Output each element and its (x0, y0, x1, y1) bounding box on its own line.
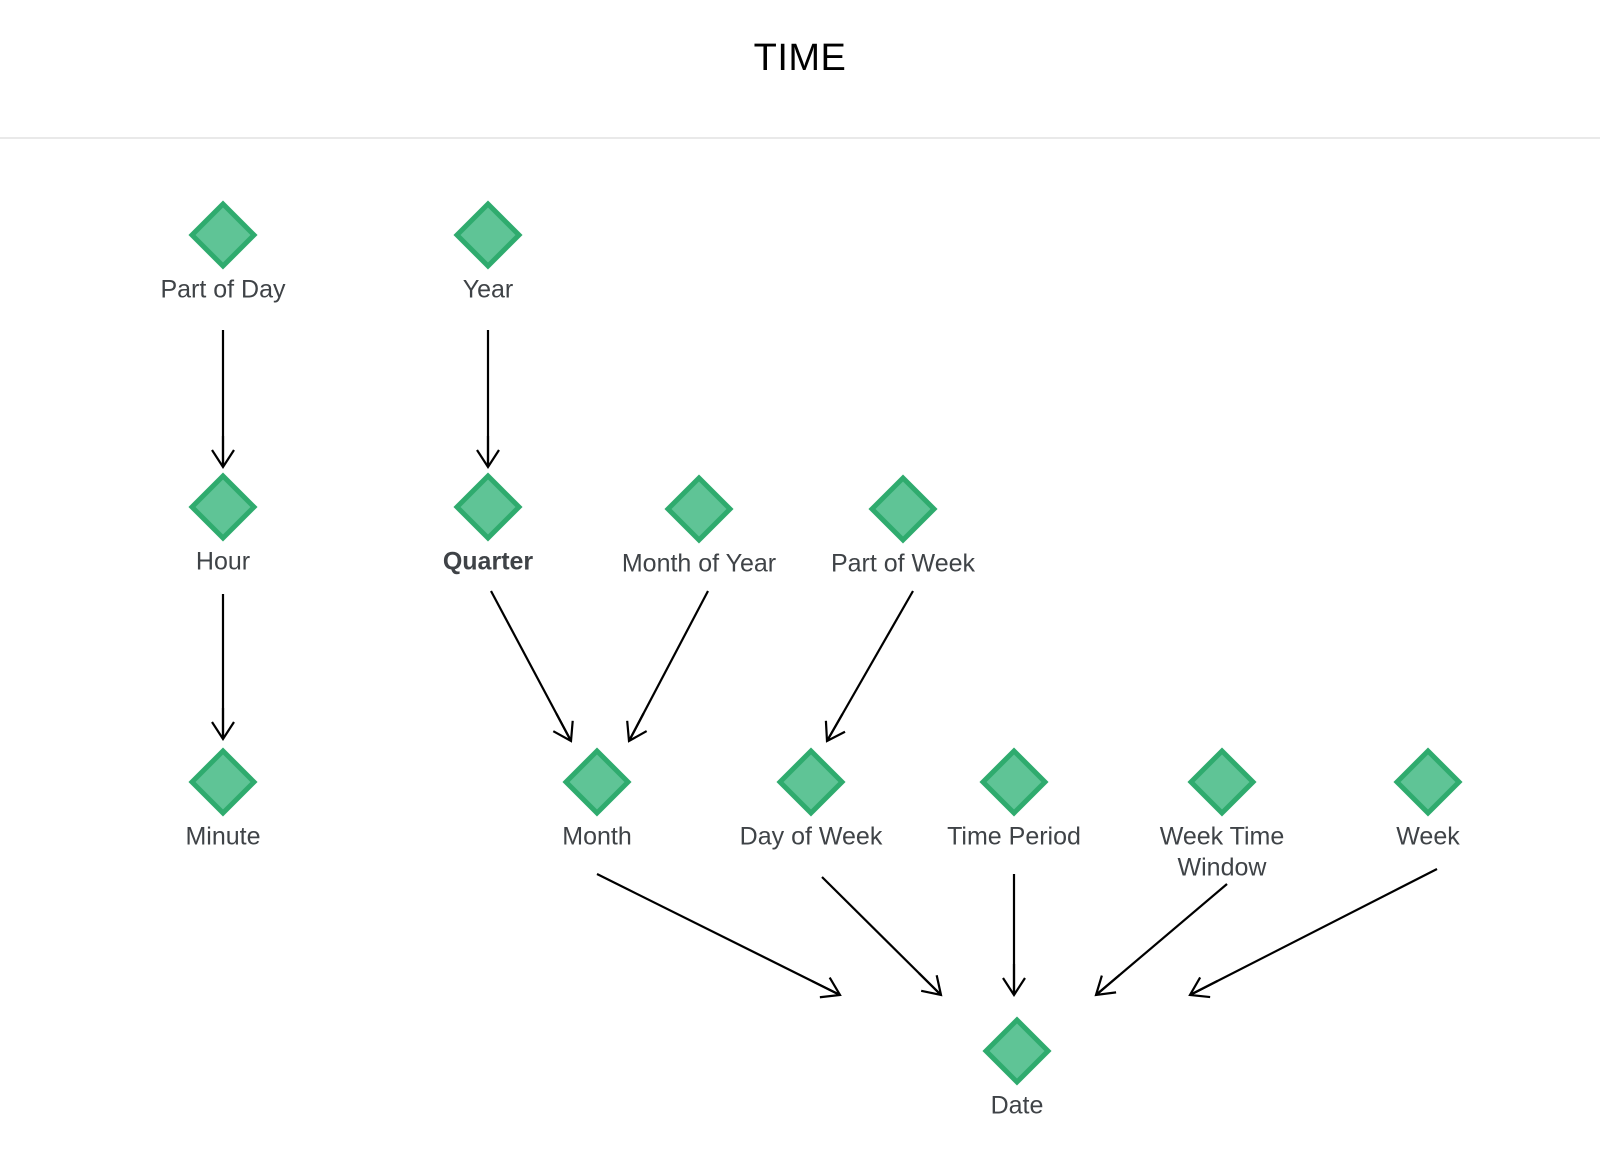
diamond-icon[interactable] (979, 747, 1049, 817)
diamond-icon[interactable] (1393, 747, 1463, 817)
node-date[interactable]: Date (982, 1016, 1052, 1120)
node-label: Month (562, 823, 631, 851)
node-year[interactable]: Year (453, 200, 523, 304)
diamond-icon[interactable] (453, 472, 523, 542)
node-label: Month of Year (622, 550, 776, 578)
node-time_period[interactable]: Time Period (947, 747, 1081, 851)
diamond-icon[interactable] (188, 747, 258, 817)
edge-week-to-date (1188, 868, 1438, 999)
node-quarter[interactable]: Quarter (443, 472, 534, 576)
arrow-head-icon (811, 977, 842, 999)
diamond-icon[interactable] (664, 474, 734, 544)
node-hour[interactable]: Hour (188, 472, 258, 576)
edge-quarter-to-month (490, 590, 574, 743)
edge-hour-to-minute (211, 594, 235, 742)
node-label: Part of Day (160, 276, 286, 304)
page-header: TIME (0, 0, 1600, 139)
arrow-head-icon (918, 972, 943, 997)
diamond-icon[interactable] (453, 200, 523, 270)
node-label: Day of Week (740, 823, 883, 851)
node-minute[interactable]: Minute (185, 747, 261, 851)
edge-line (1189, 868, 1438, 996)
node-label: Part of Week (831, 550, 976, 578)
node-label: Time Period (947, 823, 1081, 851)
diamond-icon[interactable] (1187, 747, 1257, 817)
diamond-icon[interactable] (868, 474, 938, 544)
diamond-icon[interactable] (982, 1016, 1052, 1086)
diamond-icon[interactable] (562, 747, 632, 817)
node-label: Week (1396, 823, 1460, 851)
arrow-head-icon (1002, 964, 1026, 998)
node-label: Hour (196, 548, 250, 576)
edge-part_of_week-to-day_of_week (824, 590, 914, 743)
edge-year-to-quarter (476, 330, 500, 470)
edge-month_of_year-to-month (626, 590, 709, 743)
diamond-icon[interactable] (776, 747, 846, 817)
edge-part_of_day-to-hour (211, 330, 235, 470)
arrow-head-icon (626, 713, 648, 743)
node-label: Date (991, 1092, 1044, 1120)
node-month_of_year[interactable]: Month of Year (622, 474, 776, 578)
node-label: Minute (185, 823, 260, 851)
node-label: Year (463, 276, 514, 304)
diamond-icon[interactable] (188, 472, 258, 542)
node-month[interactable]: Month (562, 747, 632, 851)
diamond-icon[interactable] (188, 200, 258, 270)
edges-layer (211, 330, 1438, 999)
page-title: TIME (753, 37, 847, 79)
arrow-head-icon (211, 436, 235, 470)
node-label: Window (1178, 854, 1268, 882)
arrow-head-icon (552, 713, 574, 743)
node-label: Quarter (443, 548, 534, 576)
arrow-head-icon (1094, 974, 1121, 997)
edge-day_of_week-to-date (821, 876, 943, 997)
arrow-head-icon (824, 713, 846, 743)
arrow-head-icon (211, 708, 235, 742)
node-part_of_day[interactable]: Part of Day (160, 200, 286, 304)
node-week[interactable]: Week (1393, 747, 1463, 851)
edge-week_time_window-to-date (1094, 883, 1228, 997)
edge-time_period-to-date (1002, 874, 1026, 998)
edge-line (596, 873, 841, 996)
edge-month-to-date (596, 873, 842, 999)
node-label: Week Time (1160, 823, 1285, 851)
node-day_of_week[interactable]: Day of Week (740, 747, 883, 851)
arrow-head-icon (476, 436, 500, 470)
node-part_of_week[interactable]: Part of Week (831, 474, 976, 578)
arrow-head-icon (1188, 976, 1219, 999)
